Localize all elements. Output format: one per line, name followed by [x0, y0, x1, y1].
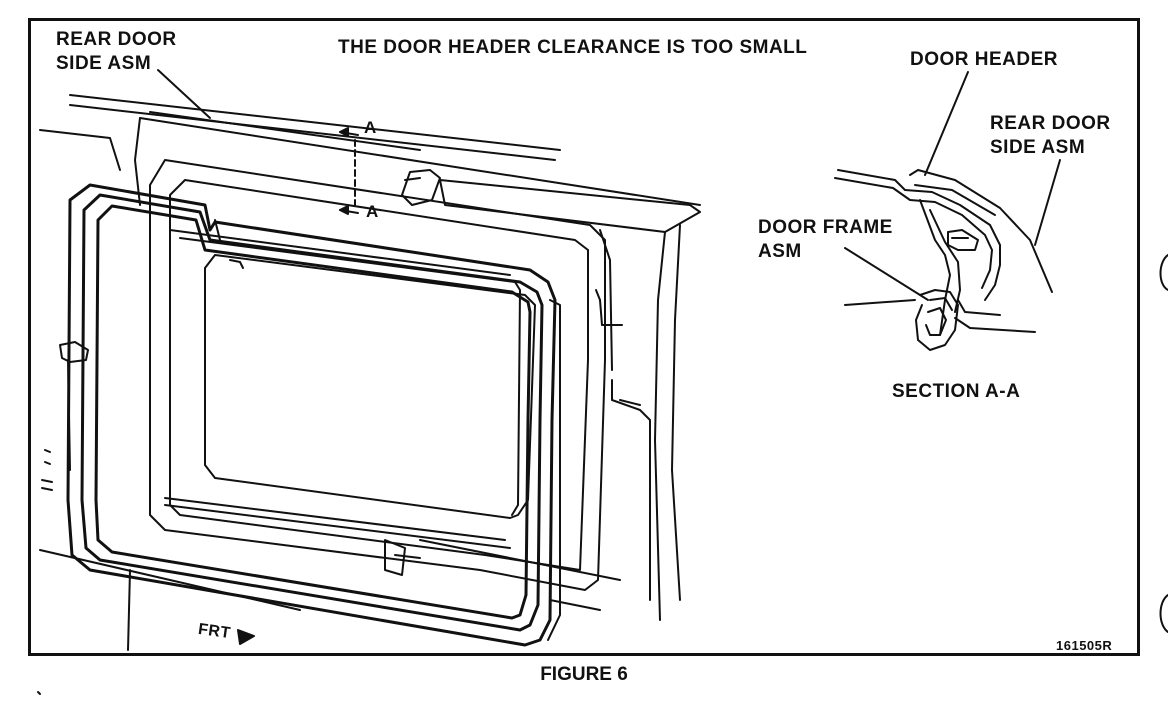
- figure-headline: THE DOOR HEADER CLEARANCE IS TOO SMALL: [338, 37, 808, 58]
- section-marker-bottom: A: [366, 202, 379, 221]
- section-detail-drawing: [834, 169, 1053, 351]
- figure-frame: [28, 18, 1140, 656]
- rear-door-side-asm-detail-label: REAR DOOR SIDE ASM: [990, 113, 1111, 158]
- page-edge-marks: [37, 254, 1168, 695]
- door-header-bar: [401, 169, 701, 233]
- door-frame-seal: [66, 183, 561, 647]
- window-glass: [204, 254, 536, 519]
- door-frame-asm-label: DOOR FRAME ASM: [758, 217, 893, 262]
- roof-rail-lines: [39, 94, 701, 206]
- leader-lines-left: [157, 69, 211, 119]
- frame-channel: [164, 229, 521, 549]
- section-title: SECTION A-A: [892, 381, 1021, 402]
- figure-code: 161505R: [1056, 638, 1113, 653]
- door-header-label: DOOR HEADER: [910, 49, 1059, 70]
- front-direction-label: FRT: [197, 620, 232, 643]
- body-side-lines: [39, 224, 681, 651]
- section-marker-top: A: [364, 118, 377, 137]
- figure-caption: FIGURE 6: [540, 664, 628, 685]
- front-arrow-icon: [237, 629, 255, 645]
- frame-hardware: [41, 219, 623, 576]
- leader-lines-right: [844, 71, 1061, 301]
- body-opening: [149, 159, 606, 591]
- rear-door-side-asm-label: REAR DOOR SIDE ASM: [56, 29, 177, 74]
- section-cut-marker: [339, 127, 359, 215]
